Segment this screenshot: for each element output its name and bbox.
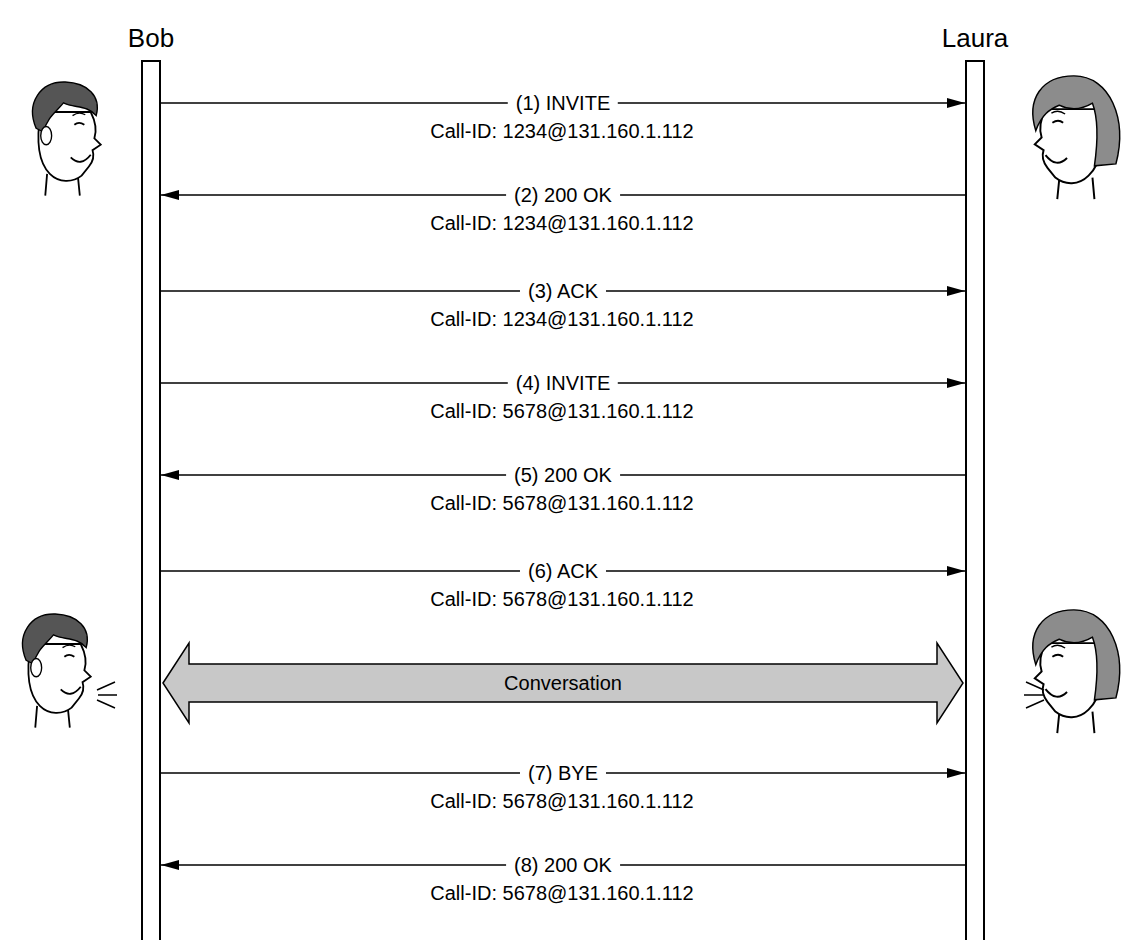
- message-label: (1) INVITE: [508, 92, 618, 115]
- bob-face-talking: [23, 614, 91, 728]
- speech-lines: [97, 682, 117, 708]
- bob-face: [33, 82, 101, 196]
- conversation-label: Conversation: [504, 672, 622, 695]
- lifeline-name: Laura: [942, 23, 1009, 54]
- call-id-text: Call-ID: 1234@131.160.1.112: [430, 120, 693, 143]
- message-label: (6) ACK: [520, 560, 606, 583]
- message-label: (7) BYE: [520, 762, 606, 785]
- call-id-text: Call-ID: 1234@131.160.1.112: [430, 308, 693, 331]
- call-id-text: Call-ID: 5678@131.160.1.112: [430, 492, 693, 515]
- call-id-text: Call-ID: 5678@131.160.1.112: [430, 882, 693, 905]
- call-id-text: Call-ID: 1234@131.160.1.112: [430, 212, 693, 235]
- message-label: (5) 200 OK: [506, 464, 620, 487]
- lifeline-name: Bob: [128, 23, 174, 54]
- lifeline: Laura: [965, 60, 985, 940]
- call-id-text: Call-ID: 5678@131.160.1.112: [430, 588, 693, 611]
- message-label: (4) INVITE: [508, 372, 618, 395]
- message-label: (8) 200 OK: [506, 854, 620, 877]
- lifeline: Bob: [141, 60, 161, 940]
- message-label: (3) ACK: [520, 280, 606, 303]
- call-id-text: Call-ID: 5678@131.160.1.112: [430, 790, 693, 813]
- call-id-text: Call-ID: 5678@131.160.1.112: [430, 400, 693, 423]
- message-label: (2) 200 OK: [506, 184, 620, 207]
- conversation-arrow: [163, 643, 963, 723]
- laura-face-talking: [1033, 610, 1120, 733]
- laura-face: [1033, 76, 1120, 199]
- speech-lines: [1024, 682, 1044, 708]
